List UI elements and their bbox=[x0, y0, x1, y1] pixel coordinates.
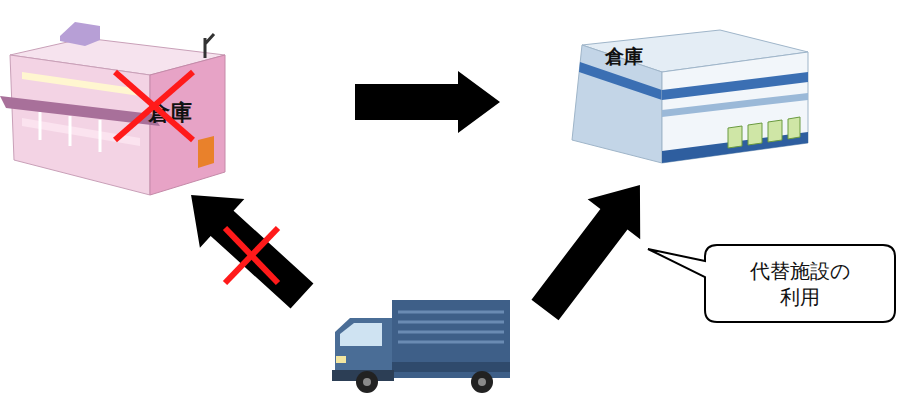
window-line bbox=[69, 116, 72, 146]
cargo-stripe bbox=[398, 331, 504, 334]
door bbox=[198, 136, 214, 168]
antenna bbox=[205, 34, 214, 58]
alternate-arrow bbox=[519, 165, 666, 330]
side-wall bbox=[10, 55, 150, 195]
alternate-warehouse-art bbox=[565, 25, 810, 170]
node-label: 倉庫 bbox=[605, 45, 643, 68]
arrow-shape bbox=[519, 165, 666, 330]
cross-stroke bbox=[225, 228, 278, 283]
callout-outline bbox=[648, 245, 895, 322]
callout-box: 代替施設の 利用 bbox=[705, 245, 895, 322]
closed-warehouse-art bbox=[0, 18, 235, 198]
blocked-cross bbox=[225, 228, 278, 283]
truck-window bbox=[340, 323, 382, 346]
window-row bbox=[662, 93, 808, 117]
dock-door bbox=[728, 126, 742, 148]
flow-arrow bbox=[355, 71, 500, 133]
side-stripe bbox=[579, 62, 662, 100]
cargo-stripe bbox=[398, 311, 504, 314]
wheel-hub bbox=[478, 378, 486, 386]
truck-chassis bbox=[392, 362, 510, 372]
closed-warehouse: 倉庫 bbox=[0, 18, 235, 198]
callout-box-art bbox=[705, 245, 895, 322]
truck bbox=[332, 300, 510, 393]
arrow-shape bbox=[169, 171, 324, 321]
wheel-hub bbox=[363, 378, 371, 386]
side-wall bbox=[572, 45, 662, 163]
cross-stroke bbox=[225, 228, 278, 283]
label-holder: 代替施設の 利用 bbox=[705, 245, 895, 322]
awning bbox=[0, 96, 160, 126]
blocked-arrow bbox=[169, 171, 324, 321]
roof-box bbox=[60, 22, 100, 46]
truck-cargo bbox=[392, 300, 510, 378]
dock-door bbox=[768, 120, 782, 142]
cargo-stripe bbox=[398, 321, 504, 324]
dock-door bbox=[748, 123, 762, 145]
truck-wheel bbox=[356, 371, 378, 393]
dock-door bbox=[788, 117, 800, 139]
window-band bbox=[22, 72, 140, 96]
front-wall bbox=[662, 52, 808, 163]
node-label: 代替施設の 利用 bbox=[744, 258, 856, 310]
cargo-stripe bbox=[398, 341, 504, 344]
window-line bbox=[99, 120, 102, 152]
truck-wheel bbox=[471, 371, 493, 393]
alternate-warehouse: 倉庫 bbox=[565, 25, 810, 170]
truck-light bbox=[336, 356, 346, 363]
window-line bbox=[39, 112, 42, 140]
